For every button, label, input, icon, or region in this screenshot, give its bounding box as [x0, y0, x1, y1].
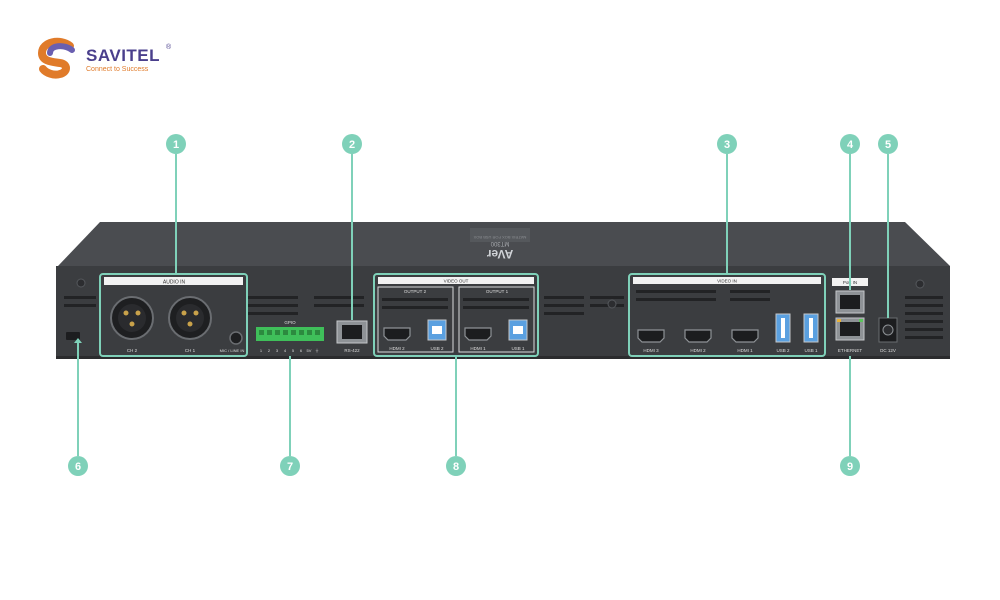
device-top-logo: AVer: [486, 247, 513, 261]
label-out1-hdmi: HDMI 1: [470, 346, 486, 351]
label-in-usb2: USB 2: [776, 348, 790, 353]
gpio-pin-5v: 5V: [307, 348, 312, 353]
in-usb2-tongue: [781, 318, 785, 338]
label-out2-hdmi: HDMI 2: [389, 346, 405, 351]
label-ethernet: ETHERNET: [838, 348, 863, 353]
label-rs422: RS-422: [344, 348, 360, 353]
svg-text:6: 6: [75, 461, 81, 473]
gpio-pin-6: 6: [300, 348, 303, 353]
svg-text:2: 2: [349, 139, 355, 151]
out2-usb-tongue: [432, 326, 442, 334]
callout-1: 1: [166, 134, 186, 154]
out2-hdmi-port: [383, 327, 411, 341]
svg-text:9: 9: [847, 461, 853, 473]
mic-jack: [229, 331, 243, 345]
video-in-title-bar: [633, 277, 821, 284]
in-hdmi2-port: [684, 329, 712, 343]
screws: [76, 278, 925, 309]
callout-9: 9: [840, 456, 860, 476]
brand-tagline: Connect to Success: [86, 66, 149, 73]
label-dc: DC 12V: [880, 348, 896, 353]
callout-leader-lines: [77, 154, 889, 456]
top-vent: [470, 228, 530, 242]
in-hdmi1-port: [731, 329, 759, 343]
video-out-title-bar: [378, 277, 534, 284]
svg-text:4: 4: [847, 139, 854, 151]
gpio-pin-gnd: ⏚: [315, 347, 319, 353]
out1-usb-tongue: [513, 326, 523, 334]
label-ch1: CH 1: [185, 348, 196, 353]
label-mic-line-in: MIC / LINE IN: [220, 348, 245, 353]
label-in-hdmi3: HDMI 3: [643, 348, 659, 353]
out1-hdmi-port: [464, 327, 492, 341]
in-usb1-tongue: [809, 318, 813, 338]
lock-icon: [74, 338, 82, 347]
label-in-hdmi2: HDMI 2: [690, 348, 706, 353]
label-gpio: GPIO: [284, 320, 296, 325]
label-out1-usb: USB 1: [511, 346, 525, 351]
device-top-caption: MATRIX BOX FOR USB BOX: [473, 235, 526, 240]
output2-box: [377, 286, 454, 353]
callout-8: 8: [446, 456, 466, 476]
brand-name: SAVITEL: [86, 46, 161, 65]
video-in-title: VIDEO IN: [717, 279, 737, 284]
gpio-pin-5: 5: [292, 348, 295, 353]
gpio-pin-2: 2: [268, 348, 271, 353]
xlr-ch1: [168, 296, 212, 340]
label-out2-usb: USB 2: [430, 346, 444, 351]
dc-jack-barrel: [882, 324, 894, 336]
ethernet-led-right: [859, 319, 863, 322]
audio-in-title: AUDIO IN: [163, 280, 186, 286]
callout-4: 4: [840, 134, 860, 154]
svg-text:7: 7: [287, 461, 293, 473]
gpio-terminal-block: [256, 327, 324, 341]
video-out-vents: [382, 298, 529, 309]
rs422-port-opening: [342, 325, 362, 339]
svg-text:5: 5: [885, 139, 891, 151]
video-out-title: VIDEO OUT: [444, 279, 469, 284]
label-ch2: CH 2: [127, 348, 138, 353]
gpio-pin-4: 4: [284, 348, 287, 353]
callout-3: 3: [717, 134, 737, 154]
audio-in-highlight: [99, 273, 248, 357]
callout-6: 6: [68, 456, 88, 476]
chassis-bottom-edge: [56, 356, 950, 359]
gpio-pin-labels: 1 2 3 4 5 6 5V ⏚: [260, 347, 319, 353]
svg-text:1: 1: [173, 139, 179, 151]
savitel-logo: SAVITEL ® Connect to Success: [34, 36, 194, 86]
brand-trademark: ®: [166, 44, 172, 51]
gpio-terminal-screws: [259, 330, 320, 335]
savitel-logo-icon: [37, 37, 75, 79]
output1-box: [458, 286, 535, 353]
device-top-model: MT300: [490, 240, 509, 246]
svg-text:3: 3: [724, 139, 730, 151]
xlr-ch2: [110, 296, 154, 340]
kensington-slot: [66, 332, 80, 340]
audio-in-title-bar: [104, 277, 243, 285]
ethernet-port-opening: [840, 322, 860, 336]
output2-title: OUTPUT 2: [404, 289, 427, 294]
poe-port-opening: [840, 295, 860, 309]
ethernet-led-left: [837, 319, 841, 322]
svg-text:8: 8: [453, 461, 459, 473]
gpio-pin-1: 1: [260, 348, 263, 353]
callout-2: 2: [342, 134, 362, 154]
label-in-usb1: USB 1: [804, 348, 818, 353]
vent-slots: [64, 290, 943, 339]
callout-7: 7: [280, 456, 300, 476]
in-hdmi3-port: [637, 329, 665, 343]
label-in-hdmi1: HDMI 1: [737, 348, 753, 353]
output1-title: OUTPUT 1: [486, 289, 509, 294]
gpio-pin-3: 3: [276, 348, 279, 353]
callout-5: 5: [878, 134, 898, 154]
